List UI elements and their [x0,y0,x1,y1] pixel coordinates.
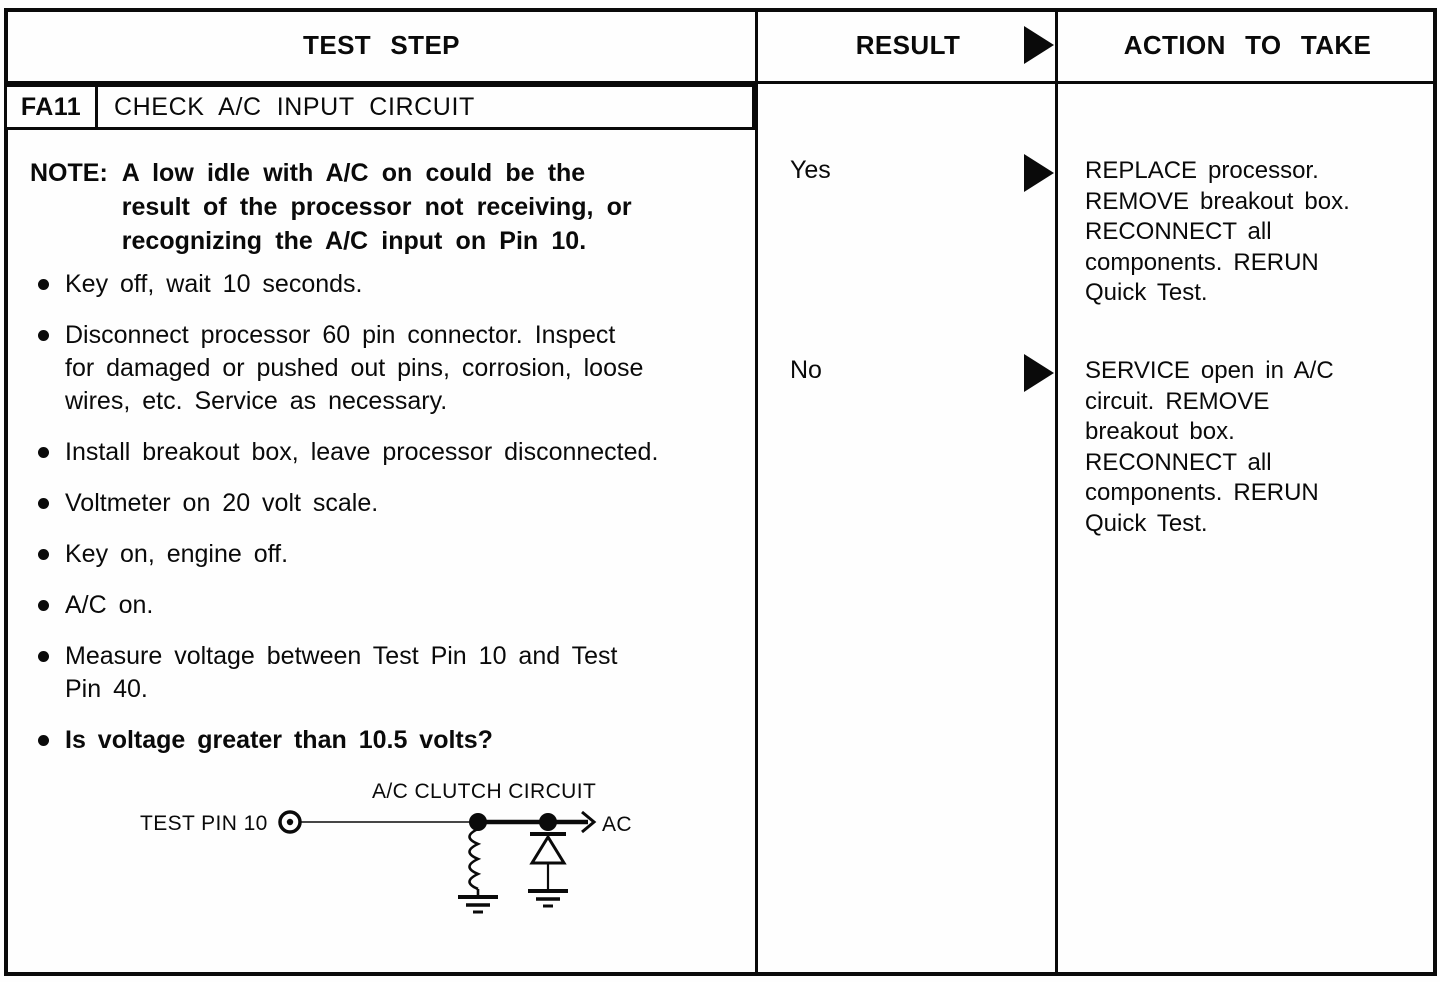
test-pin-label: TEST PIN 10 [140,812,268,835]
no-arrow-icon [1024,354,1054,392]
diode-icon [529,832,567,890]
bullet-line: Disconnect processor 60 pin connector. I… [65,321,616,349]
test-pin-terminal-icon [278,810,302,834]
note-block: NOTE: A low idle with A/C on could be th… [30,156,632,258]
note-line: result of the processor not receiving, o… [121,193,632,221]
action-header: ACTION TO TAKE [1123,30,1372,60]
list-item: Measure voltage between Test Pin 10 and … [30,640,750,706]
bullet-line: Key off, wait 10 seconds. [65,270,363,298]
bullet-icon [38,498,49,509]
bullet-line: Key on, engine off. [65,540,289,568]
column-divider-2 [1055,8,1058,975]
bullet-icon [38,600,49,611]
junction-dot [469,813,487,831]
action-line: components. RERUN [1085,479,1319,506]
action-line: breakout box. [1085,418,1235,445]
ac-label: AC [602,813,632,836]
header-rule [4,81,1437,84]
junction-dot [539,813,557,831]
action-line: components. RERUN [1085,248,1319,276]
bullet-icon [38,735,49,746]
ac-arrow-icon [581,810,597,834]
action-line: Quick Test. [1085,279,1208,306]
inductor-coil-icon [468,827,482,896]
list-item-question: Is voltage greater than 10.5 volts? [30,724,750,757]
bullet-line: Voltmeter on 20 volt scale. [65,489,379,517]
bullet-icon [38,549,49,560]
bullet-icon [38,651,49,662]
bullet-line: Install breakout box, leave processor di… [65,438,659,466]
test-step-header: TEST STEP [303,30,460,60]
bullet-line: wires, etc. Service as necessary. [65,387,448,415]
result-header: RESULT [855,30,961,60]
action-line: RECONNECT all [1085,448,1272,476]
list-item: Disconnect processor 60 pin connector. I… [30,319,750,418]
action-line: SERVICE open in A/C [1085,357,1334,384]
action-line: circuit. REMOVE [1085,387,1270,415]
list-item: A/C on. [30,589,750,622]
note-line: A low idle with A/C on could be the [121,159,586,187]
action-no-block: SERVICE open in A/C circuit. REMOVE brea… [1085,356,1435,539]
column-divider-1 [755,8,758,975]
yes-arrow-icon [1024,154,1054,192]
list-item: Key on, engine off. [30,538,750,571]
result-arrow-icon [1024,26,1054,64]
action-yes-block: REPLACE processor. REMOVE breakout box. … [1085,156,1435,309]
note-line: recognizing the A/C input on Pin 10. [121,227,587,255]
bullet-icon [38,447,49,458]
procedure-list: Key off, wait 10 seconds. Disconnect pro… [30,268,750,775]
bullet-icon [38,330,49,341]
result-yes: Yes [790,156,831,184]
action-line: REPLACE processor. [1085,157,1319,184]
test-step-id: FA11 [7,87,98,127]
test-step-title: CHECK A/C INPUT CIRCUIT [114,92,475,121]
bullet-line: Pin 40. [65,675,148,703]
list-item: Voltmeter on 20 volt scale. [30,487,750,520]
list-item: Key off, wait 10 seconds. [30,268,750,301]
ground-icon [528,889,568,908]
bullet-line: A/C on. [65,591,154,619]
note-text: A low idle with A/C on could be the resu… [122,156,632,258]
action-line: Quick Test. [1085,509,1208,537]
action-line: REMOVE breakout box. [1085,187,1350,215]
test-step-title-row: FA11 CHECK A/C INPUT CIRCUIT [4,84,755,130]
result-no: No [790,356,822,384]
table-border [4,8,1437,976]
circuit-title: A/C CLUTCH CIRCUIT [372,780,596,803]
bullet-line: Is voltage greater than 10.5 volts? [65,726,493,754]
note-label: NOTE: [30,159,108,187]
circuit-diagram: A/C CLUTCH CIRCUIT TEST PIN 10 AC [140,780,632,914]
ground-icon [458,895,498,914]
bullet-line: for damaged or pushed out pins, corrosio… [65,354,644,382]
list-item: Install breakout box, leave processor di… [30,436,750,469]
bullet-line: Measure voltage between Test Pin 10 and … [65,642,618,670]
bullet-icon [38,279,49,290]
action-line: RECONNECT all [1085,218,1272,245]
